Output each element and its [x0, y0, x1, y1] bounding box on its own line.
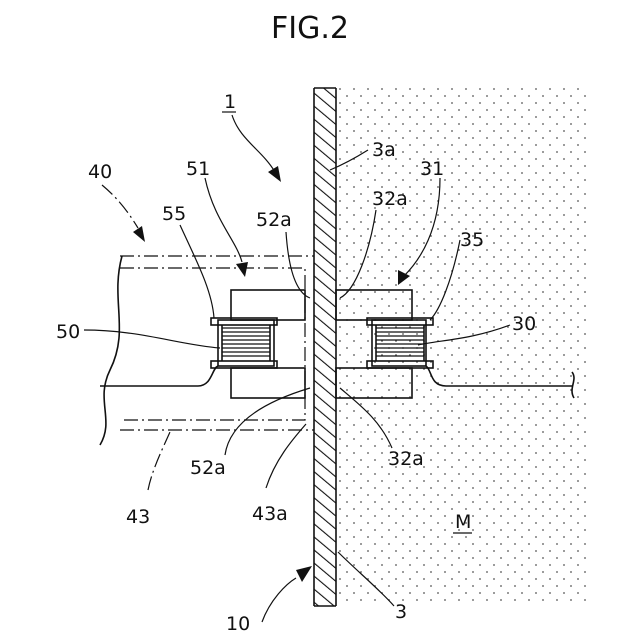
- label-50: 50: [56, 321, 80, 343]
- label-40: 40: [88, 161, 112, 183]
- figure-title: FIG.2: [271, 11, 349, 46]
- label-1: 1: [224, 91, 236, 113]
- label-51: 51: [186, 158, 210, 180]
- label-31: 31: [420, 158, 444, 180]
- wall-3: [314, 88, 336, 606]
- label-43a: 43a: [252, 503, 288, 525]
- label-3a: 3a: [372, 139, 396, 161]
- label-32a-bottom: 32a: [388, 448, 424, 470]
- label-55: 55: [162, 203, 186, 225]
- label-3: 3: [395, 601, 407, 623]
- label-52a-bottom: 52a: [190, 457, 226, 479]
- left-coil-assembly-51: [211, 290, 305, 398]
- label-35: 35: [460, 229, 484, 251]
- label-30: 30: [512, 313, 536, 335]
- left-break-line: [100, 256, 122, 445]
- device-40-outline: [120, 256, 314, 430]
- label-43: 43: [126, 506, 150, 528]
- label-M: M: [455, 511, 471, 533]
- label-32a-top: 32a: [372, 188, 408, 210]
- left-plate-line: [100, 366, 218, 386]
- label-52a-top: 52a: [256, 209, 292, 231]
- label-10: 10: [226, 613, 250, 635]
